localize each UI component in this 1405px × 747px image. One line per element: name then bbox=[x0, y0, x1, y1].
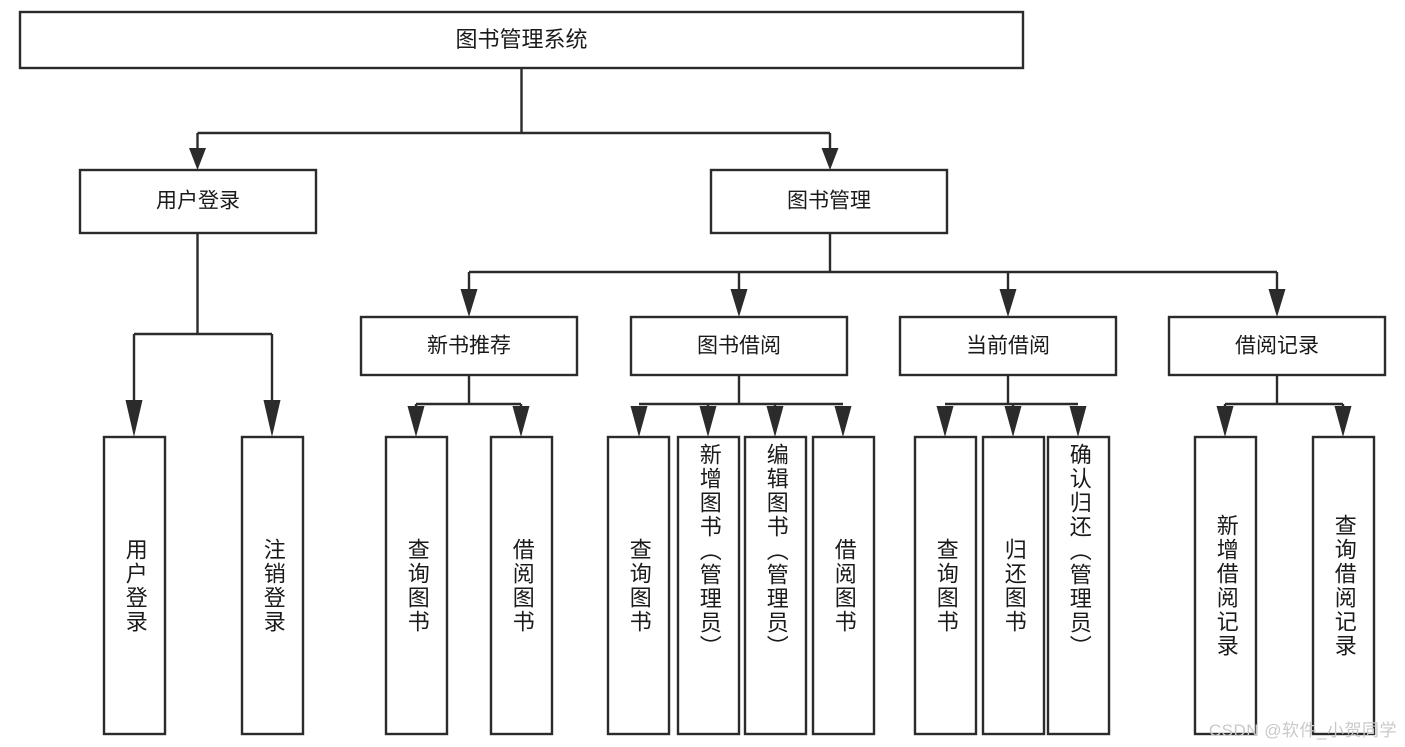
arrow-head-leaf-query-book-1 bbox=[407, 406, 425, 437]
node-user-login[interactable]: 用户登录 bbox=[78, 168, 318, 235]
node-new-book-recommend[interactable]: 新书推荐 bbox=[359, 315, 579, 377]
node-borrow-record-label: 借阅记录 bbox=[1235, 335, 1319, 358]
node-book-manage[interactable]: 图书管理 bbox=[709, 168, 949, 235]
arrow-head-leaf-user-logout bbox=[263, 400, 281, 437]
arrow-head-current-borrow bbox=[999, 289, 1017, 317]
connector-current-borrow-to-leaves bbox=[936, 375, 1087, 437]
node-current-borrow-box[interactable] bbox=[898, 315, 1118, 377]
node-root-label: 图书管理系统 bbox=[455, 27, 587, 52]
leaf-add-record-box[interactable] bbox=[1193, 435, 1258, 736]
leaf-boxes bbox=[102, 435, 1376, 736]
arrow-head-book-manage bbox=[821, 148, 839, 170]
leaf-user-login-box[interactable] bbox=[102, 435, 167, 736]
node-borrow-record[interactable]: 借阅记录 bbox=[1167, 315, 1387, 377]
node-root-box[interactable] bbox=[18, 10, 1025, 70]
leaf-query-record-box[interactable] bbox=[1311, 435, 1376, 736]
arrow-head-leaf-user-login bbox=[125, 400, 143, 437]
leaf-borrow-book-1-box[interactable] bbox=[489, 435, 554, 736]
node-current-borrow[interactable]: 当前借阅 bbox=[898, 315, 1118, 377]
node-root[interactable]: 图书管理系统 bbox=[18, 10, 1025, 70]
node-book-borrow[interactable]: 图书借阅 bbox=[629, 315, 849, 377]
connector-user-login-to-leaves bbox=[125, 233, 281, 437]
arrow-head-leaf-query-record bbox=[1334, 406, 1352, 437]
node-book-borrow-box[interactable] bbox=[629, 315, 849, 377]
arrow-head-leaf-borrow-book-2 bbox=[834, 406, 852, 437]
connector-book-manage-to-level3 bbox=[460, 233, 1286, 317]
arrow-head-leaf-edit-book bbox=[766, 406, 784, 437]
node-new-book-recommend-label: 新书推荐 bbox=[427, 335, 511, 358]
arrow-head-borrow-record bbox=[1268, 289, 1286, 317]
arrow-head-leaf-borrow-book-1 bbox=[512, 406, 530, 437]
connector-book-borrow-to-leaves bbox=[630, 375, 852, 437]
connector-new-book-to-leaves bbox=[407, 375, 530, 437]
leaf-query-book-3-box[interactable] bbox=[913, 435, 978, 736]
node-user-login-label: 用户登录 bbox=[156, 190, 240, 213]
leaf-add-book-box[interactable] bbox=[676, 435, 741, 736]
node-borrow-record-box[interactable] bbox=[1167, 315, 1387, 377]
arrow-head-leaf-add-book bbox=[699, 406, 717, 437]
csdn-watermark: CSDN @软件_小贺同学 bbox=[1208, 721, 1397, 740]
arrow-head-leaf-add-record bbox=[1216, 406, 1234, 437]
arrow-head-new-book-recommend bbox=[460, 289, 478, 317]
leaf-borrow-book-2-box[interactable] bbox=[811, 435, 876, 736]
node-book-manage-label: 图书管理 bbox=[787, 190, 871, 213]
leaf-user-logout-box[interactable] bbox=[240, 435, 305, 736]
connector-root-to-level2 bbox=[189, 68, 839, 170]
node-current-borrow-label: 当前借阅 bbox=[966, 335, 1050, 358]
leaf-return-book-box[interactable] bbox=[981, 435, 1046, 736]
arrow-head-leaf-query-book-3 bbox=[936, 406, 954, 437]
leaf-confirm-return-box[interactable] bbox=[1046, 435, 1111, 736]
node-new-book-recommend-box[interactable] bbox=[359, 315, 579, 377]
leaf-edit-book-box[interactable] bbox=[743, 435, 808, 736]
node-book-borrow-label: 图书借阅 bbox=[697, 335, 781, 358]
leaf-query-book-2-box[interactable] bbox=[606, 435, 671, 736]
arrow-head-leaf-query-book-2 bbox=[630, 406, 648, 437]
node-user-login-box[interactable] bbox=[78, 168, 318, 235]
arrow-head-leaf-return-book bbox=[1004, 406, 1022, 437]
arrow-head-book-borrow bbox=[730, 289, 748, 317]
arrow-head-user-login bbox=[189, 148, 206, 170]
node-book-manage-box[interactable] bbox=[709, 168, 949, 235]
leaf-query-book-1-box[interactable] bbox=[384, 435, 449, 736]
arrow-head-leaf-confirm-return bbox=[1069, 406, 1087, 437]
connector-borrow-record-to-leaves bbox=[1216, 375, 1352, 437]
